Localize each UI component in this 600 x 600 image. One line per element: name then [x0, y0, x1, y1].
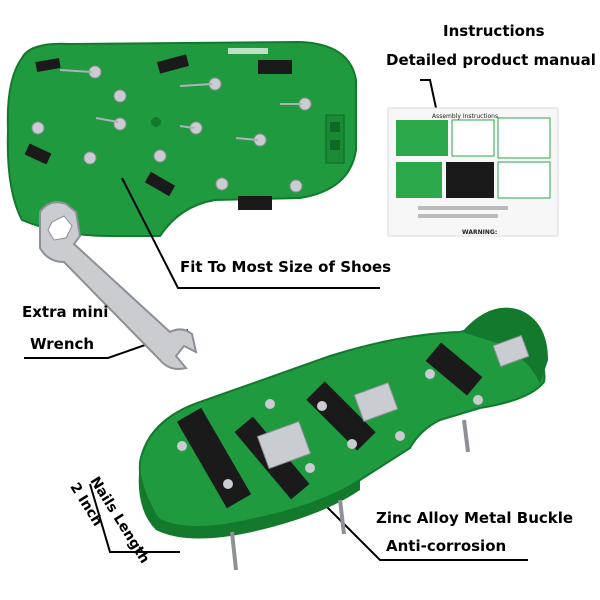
wrench — [39, 201, 198, 370]
manual-title: Assembly Instructions — [432, 113, 499, 120]
top-sandal — [6, 40, 357, 237]
instructions-label: Instructions — [443, 22, 545, 40]
fit-label: Fit To Most Size of Shoes — [180, 258, 392, 276]
extra-mini-label: Extra mini — [22, 303, 109, 321]
manual-warning: WARNING: — [462, 229, 498, 236]
bottom-sandal — [138, 307, 548, 571]
wrench-label: Wrench — [30, 335, 95, 353]
manual-label: Detailed product manual — [386, 51, 596, 69]
zinc-buckle-label: Zinc Alloy Metal Buckle — [376, 509, 574, 527]
anti-corrosion-label: Anti-corrosion — [386, 537, 507, 555]
manual-thumbnail — [387, 107, 559, 237]
